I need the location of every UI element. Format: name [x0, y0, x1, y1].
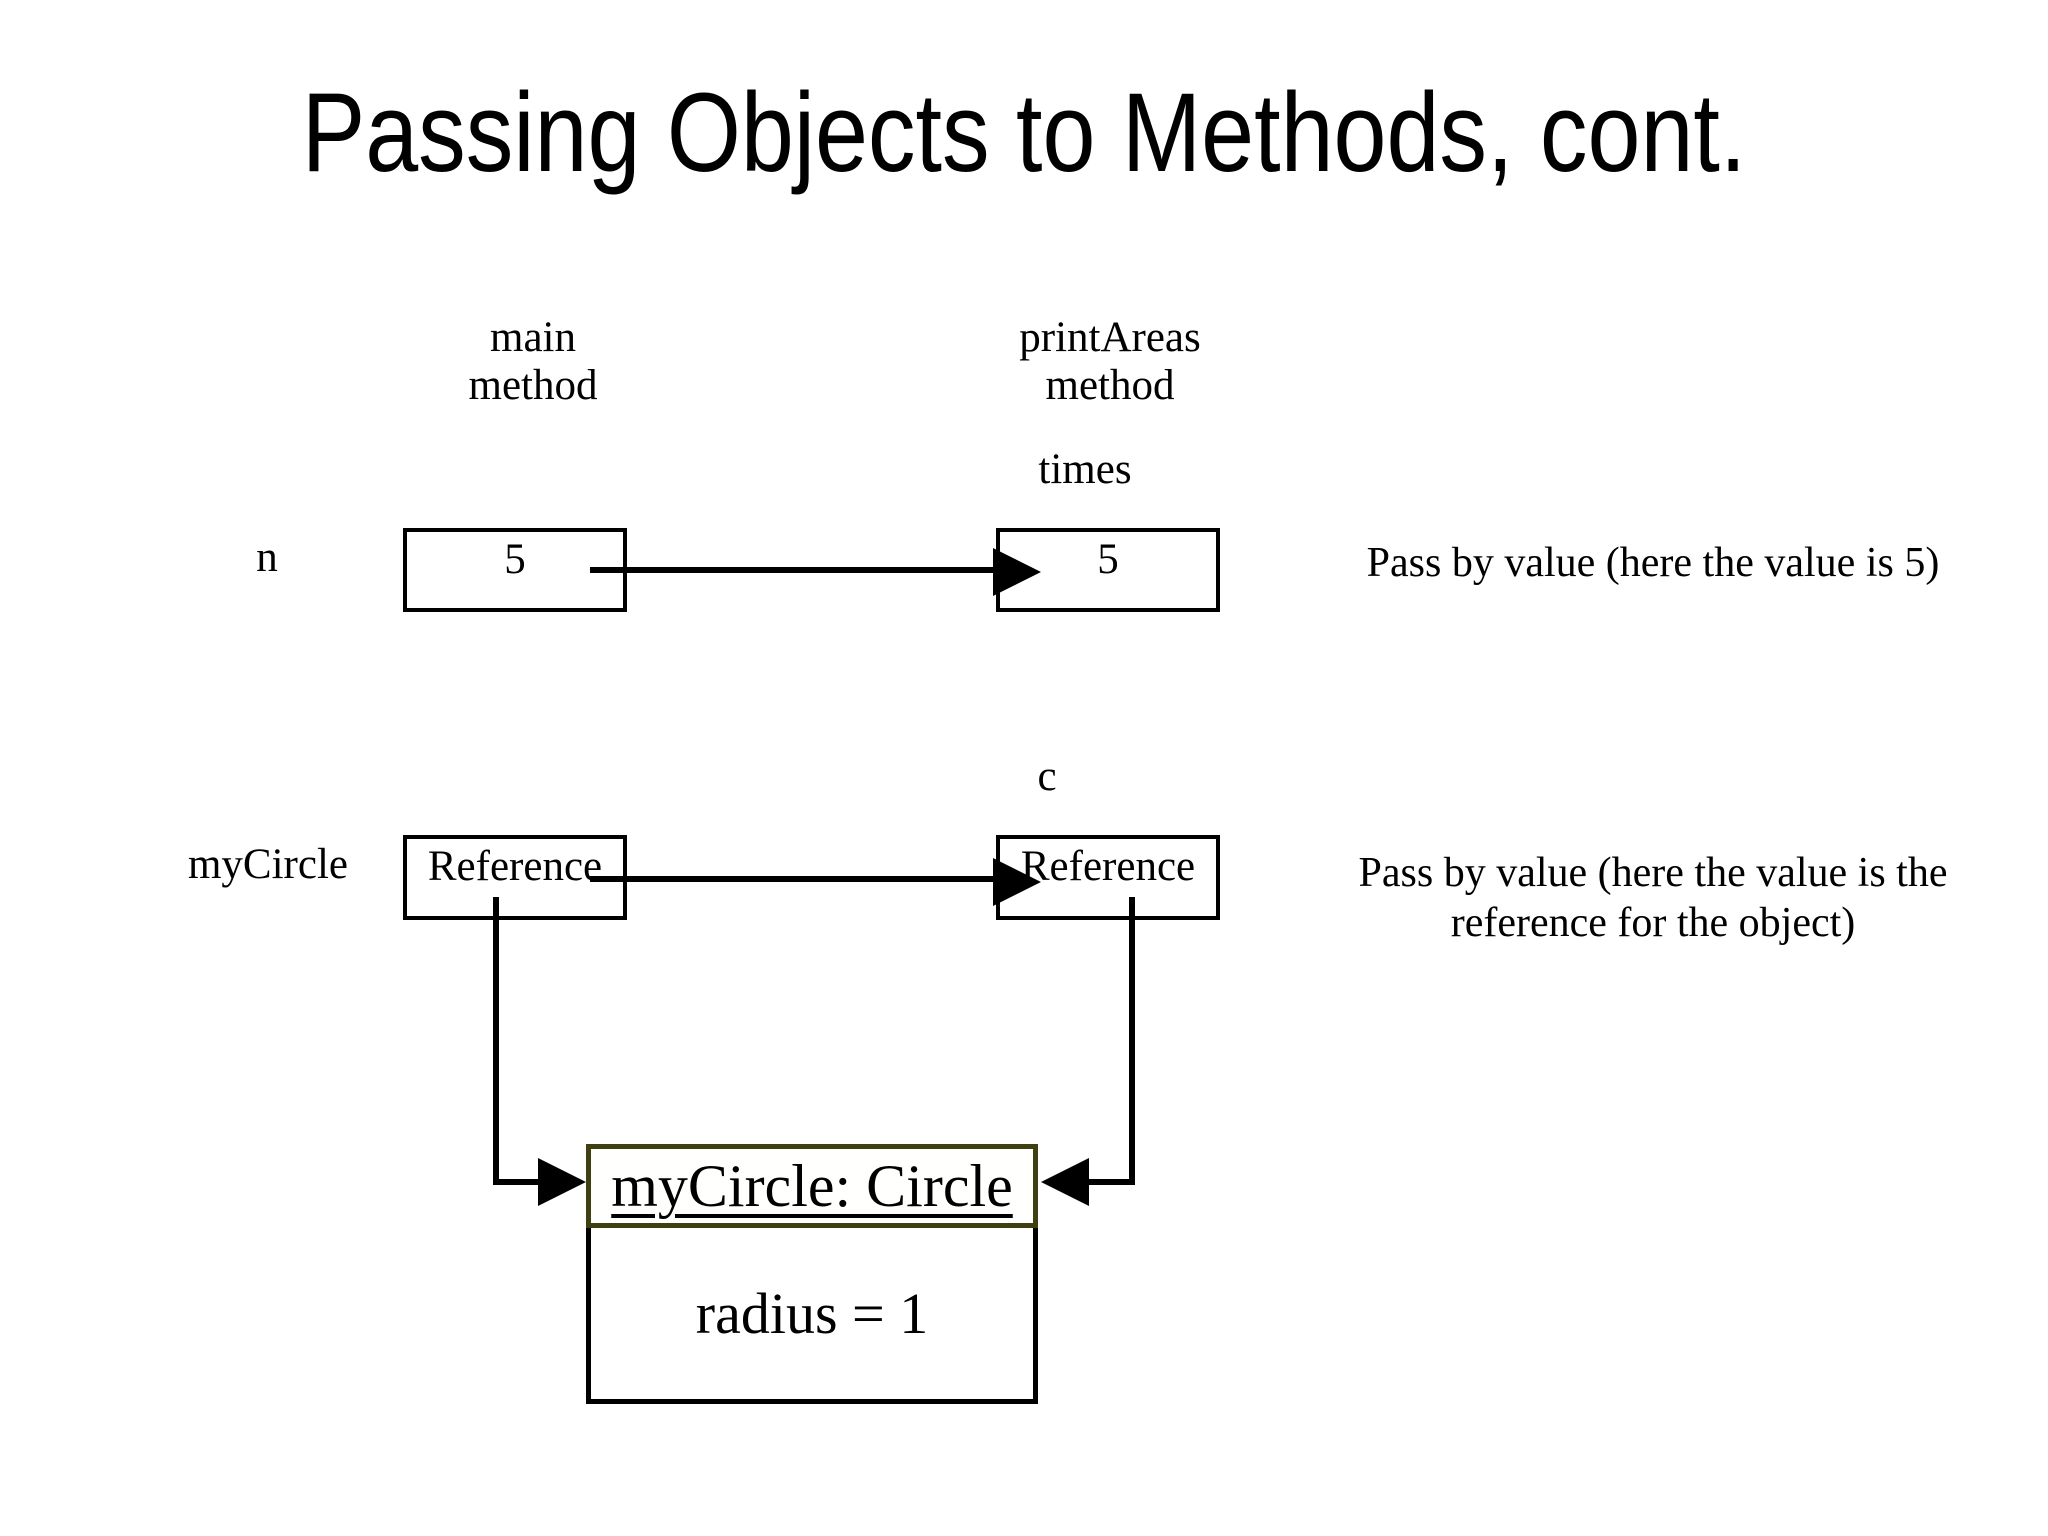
- note-reference-line2: reference for the object): [1450, 900, 1856, 946]
- var-label-mycircle: myCircle: [187, 841, 348, 888]
- param-label-c: c: [1037, 753, 1057, 800]
- column-header-main-line2: method: [468, 362, 598, 409]
- column-header-main-method: main method: [383, 314, 683, 410]
- note-pass-by-value-primitive: Pass by value (here the value is 5): [1366, 540, 1940, 586]
- column-header-printareas-method: printAreas method: [960, 314, 1260, 410]
- right-connector-arrowhead-left-icon: [1041, 1158, 1089, 1206]
- var-label-n: n: [256, 534, 278, 581]
- right-reference-connector-vertical: [1129, 897, 1135, 1185]
- value-box-n-main: 5: [403, 528, 627, 612]
- reference-pass-arrowhead-right-icon: [993, 858, 1041, 906]
- object-field-box: radius = 1: [586, 1228, 1038, 1404]
- column-header-printareas-line2: method: [1045, 362, 1175, 409]
- value-n-main: 5: [504, 536, 526, 583]
- right-reference-connector-elbow: [1085, 1179, 1135, 1185]
- value-pass-arrowhead-right-icon: [993, 548, 1041, 596]
- column-header-printareas-line1: printAreas: [1019, 314, 1201, 361]
- param-label-times: times: [1038, 446, 1132, 493]
- value-mycircle-main: Reference: [427, 843, 603, 890]
- left-reference-connector-elbow: [493, 1179, 543, 1185]
- left-connector-arrowhead-right-icon: [538, 1158, 586, 1206]
- column-header-main-line1: main: [490, 314, 576, 361]
- note-reference-line1: Pass by value (here the value is the: [1358, 850, 1948, 896]
- object-field-radius: radius = 1: [695, 1281, 929, 1346]
- object-title: myCircle: Circle: [611, 1152, 1013, 1219]
- object-title-box: myCircle: Circle: [586, 1144, 1038, 1228]
- page-title: Passing Objects to Methods, cont.: [301, 70, 1747, 195]
- value-box-mycircle-main: Reference: [403, 835, 627, 920]
- value-c-param: Reference: [1020, 843, 1196, 890]
- note-pass-by-value-reference: Pass by value (here the value is the ref…: [1308, 848, 1998, 948]
- left-reference-connector-vertical: [493, 897, 499, 1185]
- value-times-param: 5: [1097, 536, 1119, 583]
- value-pass-arrow-shaft: [590, 567, 1000, 573]
- reference-pass-arrow-shaft: [590, 876, 1000, 882]
